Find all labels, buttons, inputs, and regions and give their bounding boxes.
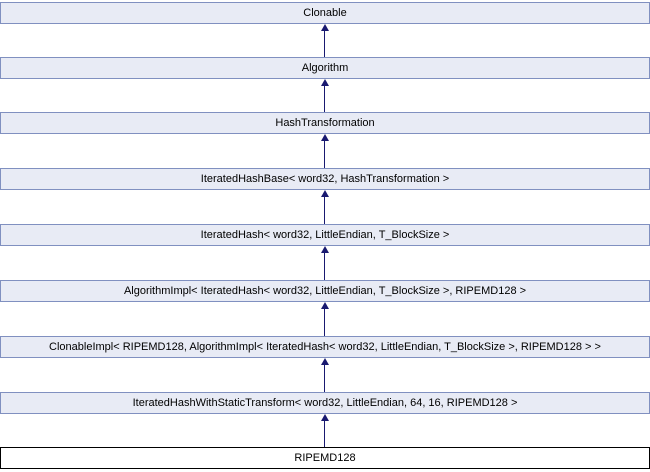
class-label: Clonable: [303, 7, 347, 19]
class-label: Algorithm: [301, 62, 349, 74]
class-node-iteratedhash[interactable]: IteratedHash< word32, LittleEndian, T_Bl…: [0, 224, 650, 246]
arrowhead-icon: [320, 24, 329, 31]
arrow-shaft: [324, 197, 325, 224]
class-label: ClonableImpl< RIPEMD128, AlgorithmImpl< …: [49, 341, 601, 353]
arrow-shaft: [324, 253, 325, 280]
class-node-hashtransformation[interactable]: HashTransformation: [0, 112, 650, 134]
class-node-algorithmimpl[interactable]: AlgorithmImpl< IteratedHash< word32, Lit…: [0, 280, 650, 302]
inheritance-arrow-icon: [320, 24, 329, 57]
inheritance-arrow-icon: [320, 358, 329, 392]
arrowhead-icon: [320, 302, 329, 309]
arrow-shaft: [324, 141, 325, 168]
inheritance-arrow-icon: [320, 414, 329, 447]
arrowhead-icon: [320, 190, 329, 197]
class-label: IteratedHash< word32, LittleEndian, T_Bl…: [200, 229, 450, 241]
arrowhead-icon: [320, 358, 329, 365]
class-node-algorithm[interactable]: Algorithm: [0, 57, 650, 79]
class-label: AlgorithmImpl< IteratedHash< word32, Lit…: [123, 285, 527, 297]
class-node-iteratedhashwithstatictransform[interactable]: IteratedHashWithStaticTransform< word32,…: [0, 392, 650, 414]
arrow-shaft: [324, 365, 325, 392]
arrow-shaft: [324, 86, 325, 112]
arrowhead-icon: [320, 246, 329, 253]
class-label: RIPEMD128: [294, 452, 356, 464]
inheritance-arrow-icon: [320, 246, 329, 280]
arrowhead-icon: [320, 79, 329, 86]
inheritance-arrow-icon: [320, 190, 329, 224]
arrowhead-icon: [320, 134, 329, 141]
inheritance-arrow-icon: [320, 134, 329, 168]
class-node-ripemd128-current: RIPEMD128: [0, 447, 650, 469]
class-node-clonableimpl[interactable]: ClonableImpl< RIPEMD128, AlgorithmImpl< …: [0, 336, 650, 358]
class-label: IteratedHashBase< word32, HashTransforma…: [200, 173, 450, 185]
arrowhead-icon: [320, 414, 329, 421]
inheritance-arrow-icon: [320, 79, 329, 112]
arrow-shaft: [324, 421, 325, 447]
class-label: IteratedHashWithStaticTransform< word32,…: [132, 397, 518, 409]
inheritance-arrow-icon: [320, 302, 329, 336]
arrow-shaft: [324, 31, 325, 57]
arrow-shaft: [324, 309, 325, 336]
class-label: HashTransformation: [275, 117, 375, 129]
class-node-clonable[interactable]: Clonable: [0, 2, 650, 24]
class-node-iteratedhashbase[interactable]: IteratedHashBase< word32, HashTransforma…: [0, 168, 650, 190]
